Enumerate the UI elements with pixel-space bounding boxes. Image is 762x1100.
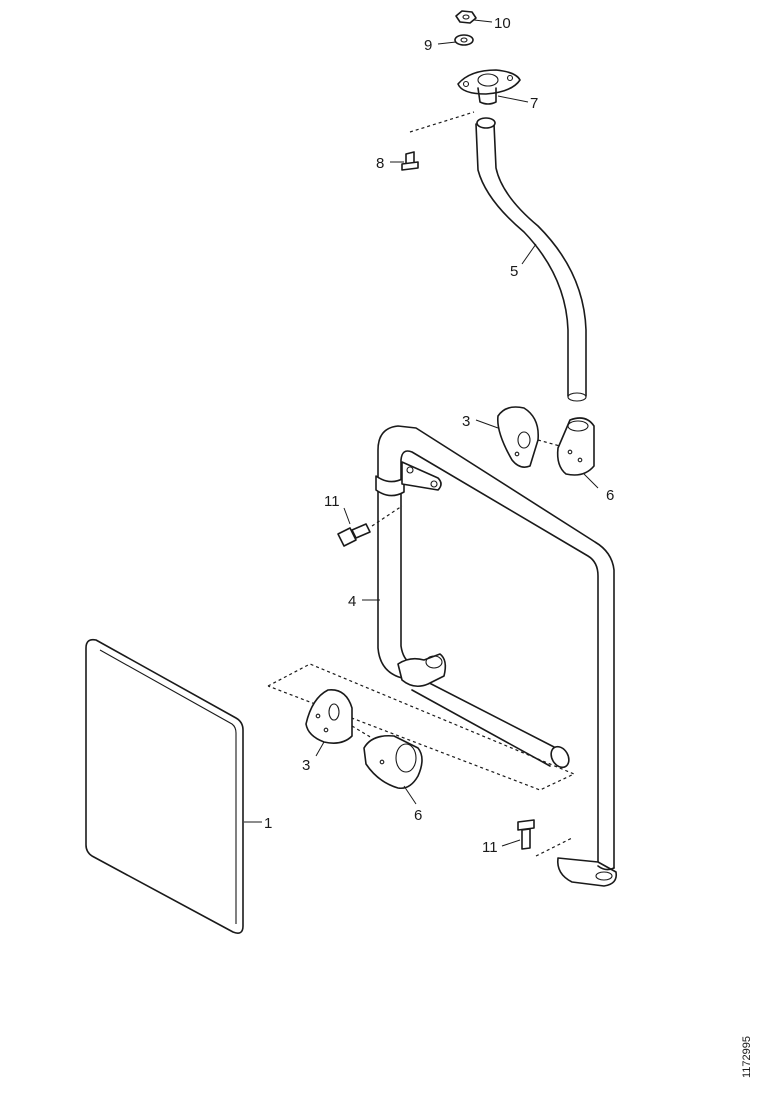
clamp-part-3-lower [305, 689, 353, 744]
callout-3-upper: 3 [462, 413, 470, 430]
frame-tube-part-4 [375, 425, 618, 887]
callout-4: 4 [348, 593, 356, 610]
panel-part-1 [85, 638, 244, 934]
upper-tube-part-5 [475, 117, 587, 402]
callout-1: 1 [264, 815, 272, 832]
bolt-part-11-right [517, 819, 573, 857]
callout-9: 9 [424, 37, 432, 54]
washer-part-9 [454, 34, 474, 46]
callout-8: 8 [376, 155, 384, 172]
clamp-part-6-lower [351, 725, 423, 790]
callout-labels: 10 9 7 8 5 3 6 11 4 3 6 1 11 [264, 15, 614, 856]
screw-part-8 [401, 111, 475, 171]
assembly-guide-lower [267, 663, 576, 791]
callout-11-left: 11 [324, 493, 340, 510]
callout-3-lower: 3 [302, 757, 310, 774]
flange-part-7 [457, 69, 521, 105]
callout-6-lower: 6 [414, 807, 422, 824]
figure-code: 1172995 [741, 1036, 753, 1078]
callout-7: 7 [530, 95, 538, 112]
callout-5: 5 [510, 263, 518, 280]
bolt-part-11-left [337, 505, 403, 547]
clamp-part-6-upper [537, 417, 595, 476]
callout-6-upper: 6 [606, 487, 614, 504]
callout-10: 10 [494, 15, 511, 32]
nut-part-10 [455, 10, 477, 24]
leader-lines [244, 19, 599, 847]
callout-11-right: 11 [482, 839, 498, 856]
crossbar-tube [397, 653, 570, 769]
clamp-part-3-upper [496, 406, 540, 468]
